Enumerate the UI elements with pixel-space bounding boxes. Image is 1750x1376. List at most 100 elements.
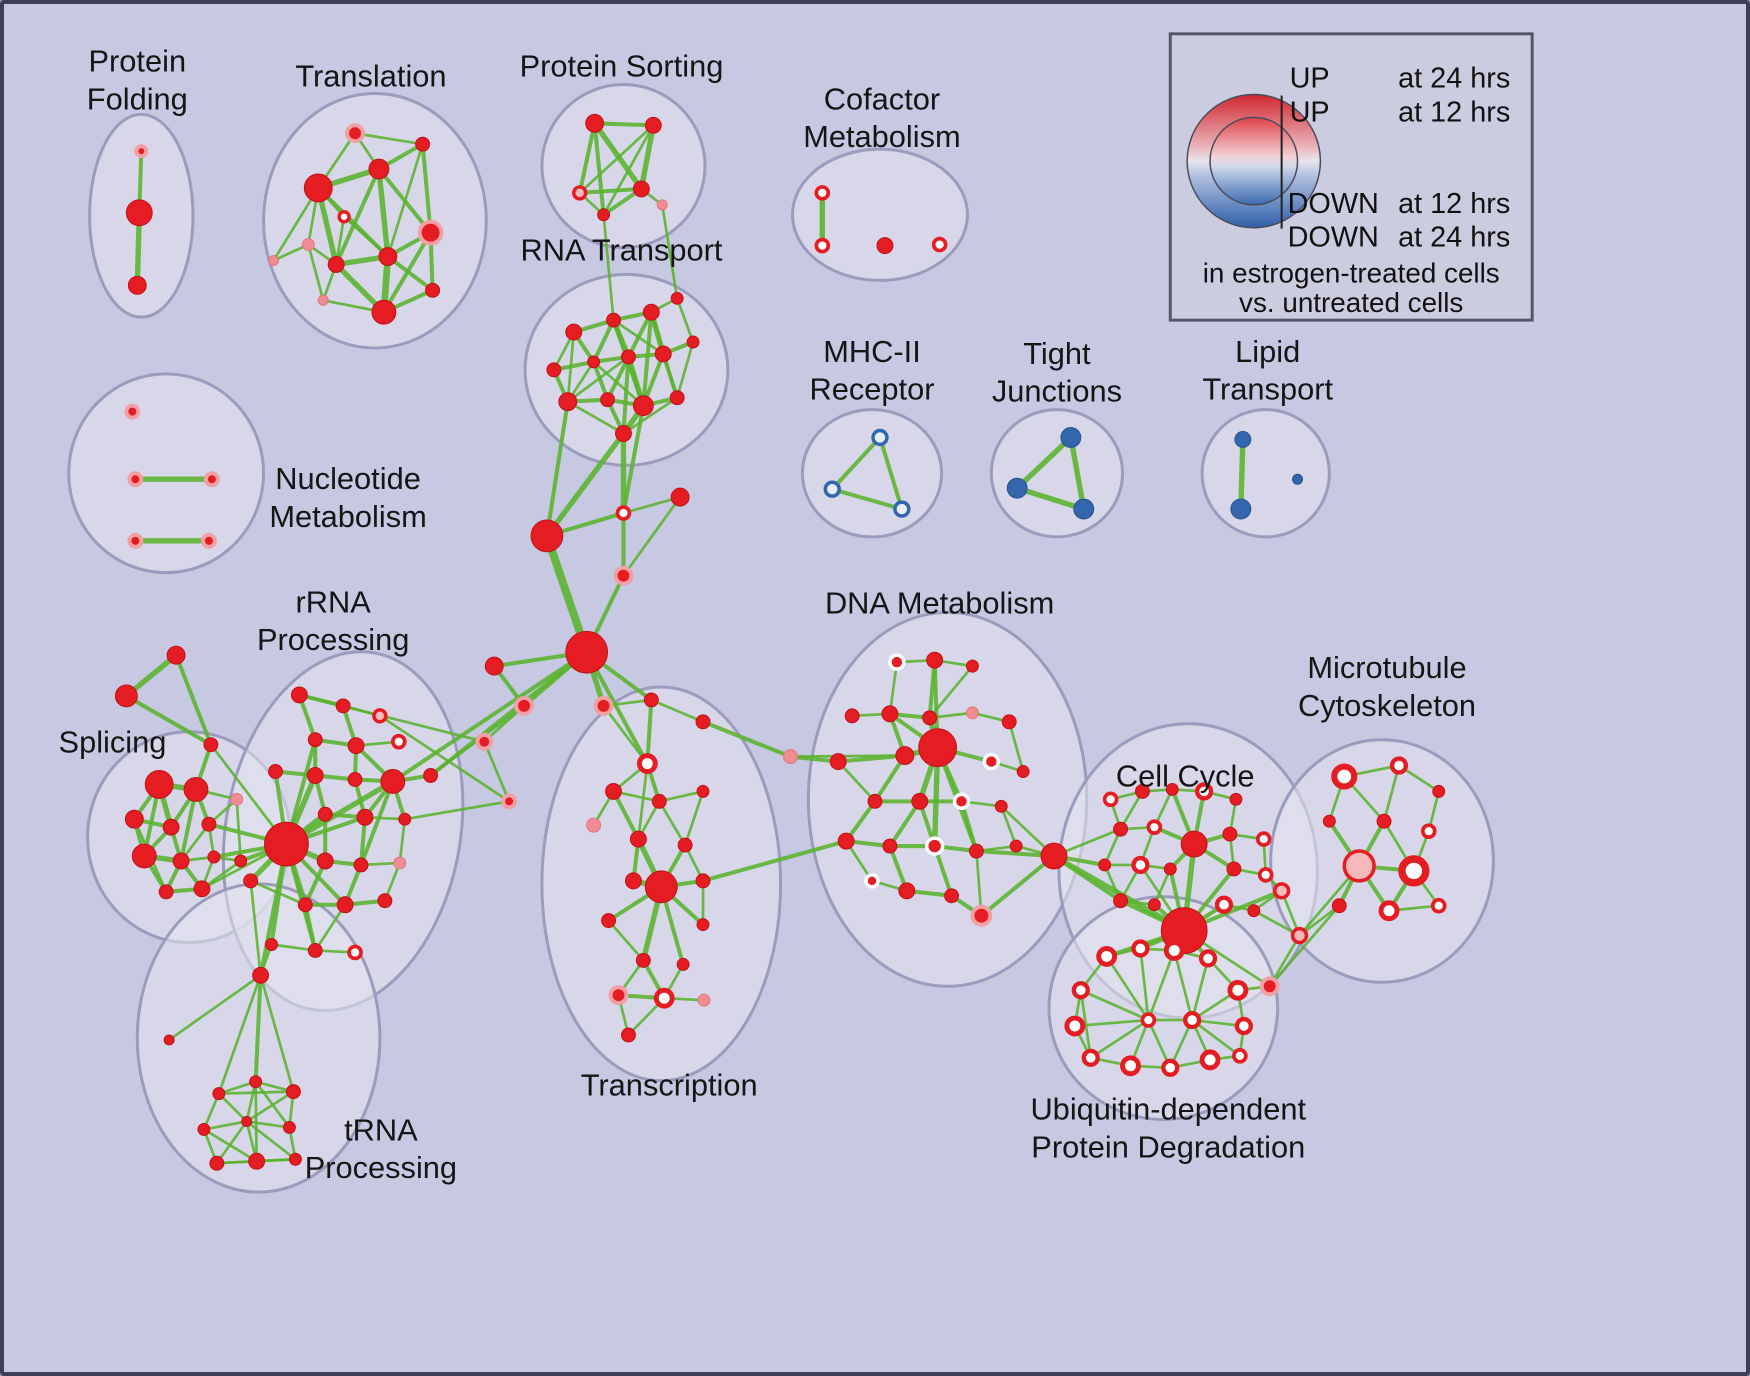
node-ub9 <box>1120 1055 1141 1077</box>
edge-ch4-rr9 <box>390 650 589 784</box>
node-dm2 <box>965 659 979 673</box>
node-ub4 <box>1071 981 1090 1000</box>
node-mt8 <box>1331 898 1347 914</box>
node-cc16 <box>1147 898 1161 912</box>
edge-dm16-dm21 <box>999 804 1018 848</box>
edge-tx1-tx2 <box>649 698 705 724</box>
node-tx8 <box>629 830 647 848</box>
legend-down24-time: at 24 hrs <box>1398 222 1510 254</box>
node-t8 <box>417 219 444 246</box>
edge-m0-m1 <box>830 435 882 492</box>
node-tx5 <box>651 793 667 809</box>
node-t6 <box>327 256 345 273</box>
edge-ub4-ub13 <box>1079 988 1150 1022</box>
node-ch8 <box>501 793 518 810</box>
legend-down12-label: DOWN <box>1288 188 1379 220</box>
node-tx4 <box>605 782 622 800</box>
node-sl10 <box>230 792 244 806</box>
node-tx10 <box>624 872 642 890</box>
edge-rr24-trs <box>167 973 262 1042</box>
edge-ps1-ps2 <box>578 123 655 195</box>
node-tr5 <box>282 1120 296 1134</box>
node-rt10 <box>600 392 616 408</box>
node-dm20 <box>968 843 984 859</box>
node-dm6 <box>965 706 979 720</box>
node-cc3 <box>1194 782 1214 801</box>
edge-ub4-ub8 <box>1079 988 1093 1060</box>
edge-tr1-tr7 <box>254 1080 258 1163</box>
node-rr13 <box>398 812 412 826</box>
node-dm8 <box>829 753 847 771</box>
node-ps4 <box>597 208 611 222</box>
edge-rr19-rr22 <box>313 903 347 952</box>
edge-dm8-dm9 <box>836 753 907 764</box>
node-dm21 <box>1009 839 1023 853</box>
edge-t3-t7 <box>386 142 424 258</box>
node-ub13 <box>1140 1012 1157 1028</box>
node-ub5 <box>1227 979 1249 1001</box>
edge-rt2-rt11 <box>641 310 654 408</box>
node-rt6 <box>620 349 636 365</box>
node-t2 <box>368 158 390 180</box>
node-tj0 <box>1060 427 1082 448</box>
edge-rt6-rt13 <box>621 354 631 436</box>
node-t11 <box>425 282 441 298</box>
edge-ub3-ub14 <box>1190 957 1210 1022</box>
node-dm0 <box>888 653 906 671</box>
cluster-label-cell-cycle: Cell Cycle <box>1116 758 1255 793</box>
node-m2 <box>893 500 911 518</box>
edge-mt1-mt4 <box>1382 764 1401 823</box>
node-cf3 <box>931 236 948 253</box>
edge-tr2-tr4 <box>245 1090 295 1123</box>
edge-ub0-ub13 <box>1105 955 1150 1022</box>
node-tx7 <box>586 817 602 833</box>
cluster-layer <box>67 83 1495 1194</box>
node-rr8 <box>347 772 363 787</box>
node-rt3 <box>670 291 684 305</box>
node-cf1 <box>814 237 831 254</box>
edge-tx5-tx6 <box>657 790 705 803</box>
edge-rt1-rt7 <box>612 318 665 356</box>
node-dm22 <box>898 882 916 900</box>
node-rr1 <box>335 698 351 714</box>
node-mt1 <box>1389 756 1409 775</box>
node-dm11 <box>982 752 1001 771</box>
edge-t2-t6 <box>334 167 381 267</box>
cluster-ellipse-nucleotide-metabolism <box>67 372 266 575</box>
edge-rr14-rr24 <box>249 879 262 977</box>
edge-tr4-tr8 <box>245 1120 297 1161</box>
node-ub8 <box>1081 1048 1100 1067</box>
node-mt11 <box>1290 926 1309 945</box>
node-tx9 <box>677 837 693 853</box>
node-dm24 <box>970 904 993 927</box>
node-ub6 <box>1064 1015 1086 1037</box>
node-tx17 <box>608 985 629 1006</box>
edge-rr24-tr0 <box>217 973 262 1095</box>
edge-tj0-tj1 <box>1014 434 1074 491</box>
node-cc5 <box>1113 821 1129 837</box>
edge-ps4-rt1 <box>602 213 615 322</box>
edge-ch7-ch8 <box>482 740 511 803</box>
edge-ub1-ub13 <box>1139 947 1150 1022</box>
edge-ub2-ub14 <box>1172 949 1194 1022</box>
node-rt2 <box>642 303 660 321</box>
node-rr9 <box>380 769 406 794</box>
node-ub12 <box>1232 1048 1248 1064</box>
edge-tx5-tx9 <box>657 799 687 847</box>
node-tx16 <box>676 957 690 971</box>
node-dm15 <box>952 792 971 811</box>
node-cc18 <box>1214 895 1234 914</box>
legend-footer-line2: vs. untreated cells <box>1239 287 1463 318</box>
node-tx13 <box>601 913 617 929</box>
edge-tr4-tr5 <box>245 1120 291 1129</box>
node-pf0 <box>134 144 149 159</box>
edge-tx12-dm17 <box>700 839 849 883</box>
node-t10 <box>317 294 329 306</box>
node-rr4 <box>347 737 365 755</box>
cluster-label-rna-transport: RNA Transport <box>520 233 722 268</box>
node-rt4 <box>546 362 562 378</box>
edge-rt0-rt9 <box>566 330 576 404</box>
